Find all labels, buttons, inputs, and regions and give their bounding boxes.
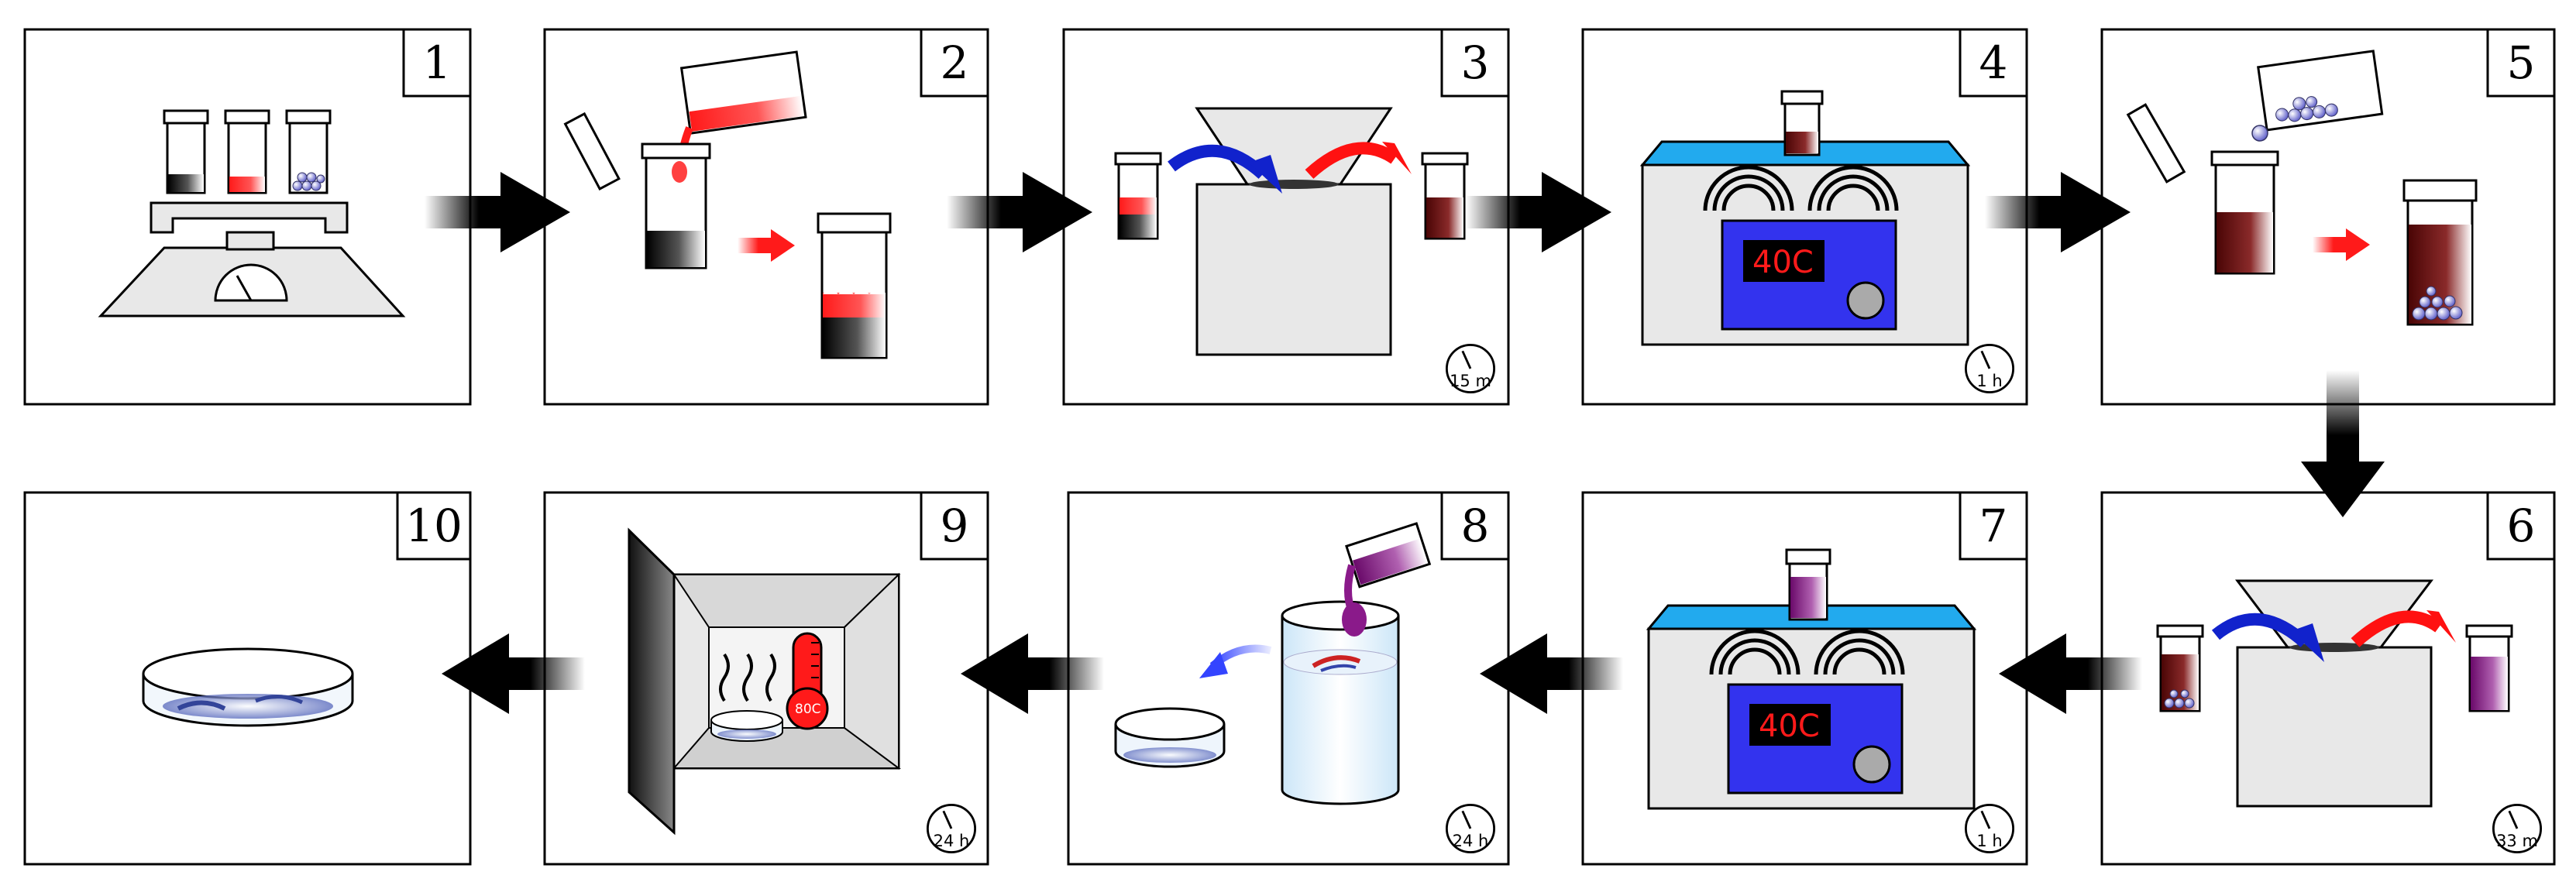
svg-text:33 m: 33 m xyxy=(2496,832,2538,850)
panel-5-content xyxy=(2126,50,2478,326)
step-number-2: 2 xyxy=(920,28,989,98)
vial-with-beads xyxy=(2402,179,2478,326)
panel-7-content: 40C xyxy=(1646,548,1977,810)
timer-step-3: 15 m xyxy=(1445,343,1496,394)
panel-3-content xyxy=(1114,107,1469,356)
cap-tilted xyxy=(563,112,621,190)
step-number-3: 3 xyxy=(1440,28,1510,98)
step-number-4: 4 xyxy=(1959,28,2028,98)
sonicator-device xyxy=(2234,579,2434,808)
control-knob xyxy=(1846,281,1885,320)
red-transfer-arrow xyxy=(738,229,795,262)
vial-after xyxy=(1421,152,1469,240)
mixed-vial xyxy=(817,212,892,359)
panel-6-content xyxy=(2156,579,2513,808)
timer-step-7: 1 h xyxy=(1964,803,2015,854)
flow-arrow-8-9 xyxy=(961,633,1104,714)
oven-temp-label: 80C xyxy=(795,702,821,717)
purple-vial-in-bath xyxy=(1785,548,1831,621)
red-arrow xyxy=(2351,610,2443,647)
control-knob xyxy=(1852,745,1891,784)
oven-box xyxy=(672,572,902,770)
step-number-8: 8 xyxy=(1440,491,1510,561)
svg-text:1 h: 1 h xyxy=(1976,372,2002,390)
vial-red xyxy=(224,109,270,194)
svg-text:3: 3 xyxy=(1461,36,1490,89)
receiving-vial xyxy=(641,142,711,269)
vial-with-beads-small xyxy=(2156,624,2204,712)
svg-text:5: 5 xyxy=(2507,36,2536,89)
panel-10-content xyxy=(142,647,354,727)
timer-step-6: 33 m xyxy=(2492,803,2543,854)
red-arrow xyxy=(1305,142,1398,179)
svg-text:24 h: 24 h xyxy=(934,832,970,850)
dark-red-vial xyxy=(2210,150,2279,275)
svg-text:10: 10 xyxy=(405,499,463,552)
steam-icon xyxy=(719,653,776,702)
purple-vial xyxy=(2465,624,2513,712)
svg-text:9: 9 xyxy=(941,499,969,552)
step-number-5: 5 xyxy=(2486,28,2556,98)
timer-step-8: 24 h xyxy=(1445,803,1496,854)
panel-9-content: 80C xyxy=(628,527,902,836)
bead-pouring-vial xyxy=(2257,50,2384,132)
blue-arrow-head xyxy=(1249,155,1282,194)
flow-arrow-1-2 xyxy=(425,172,570,252)
step-number-6: 6 xyxy=(2486,491,2556,561)
water-bath-device: 40C xyxy=(1646,604,1977,810)
flow-arrow-6-7 xyxy=(1999,633,2142,714)
temperature-display xyxy=(1749,704,1831,746)
step-numbers: 1 2 3 4 5 6 7 8 xyxy=(396,28,2556,561)
temperature-display xyxy=(1743,240,1825,282)
beaker xyxy=(1281,600,1400,805)
flow-arrow-3-4 xyxy=(1466,172,1611,252)
svg-text:15 m: 15 m xyxy=(1450,372,1491,390)
svg-text:2: 2 xyxy=(941,36,969,89)
flow-arrow-4-5 xyxy=(1985,172,2131,252)
svg-text:8: 8 xyxy=(1461,499,1490,552)
flow-arrow-9-10 xyxy=(442,633,585,714)
svg-text:1 h: 1 h xyxy=(1976,832,2002,850)
petri-dish xyxy=(1114,707,1226,768)
step-number-9: 9 xyxy=(920,491,989,561)
display-text: 40C xyxy=(1759,709,1820,744)
red-arrow-head xyxy=(2426,610,2456,643)
sonicator-device xyxy=(1195,107,1393,356)
pouring-vial xyxy=(679,50,807,135)
display-text: 40C xyxy=(1752,245,1814,280)
thermometer-icon: 80C xyxy=(786,632,829,730)
step-number-1: 1 xyxy=(402,28,472,98)
panel-4-content: 40C xyxy=(1639,90,1971,346)
red-arrow-head xyxy=(1382,142,1412,174)
timer-step-4: 1 h xyxy=(1964,343,2015,394)
flow-arrow-7-8 xyxy=(1480,633,1623,714)
flow-arrow-5-6 xyxy=(2301,370,2385,517)
vial-before xyxy=(1114,152,1162,240)
cap-tilted xyxy=(2126,103,2186,184)
svg-text:7: 7 xyxy=(1979,499,2008,552)
svg-text:24 h: 24 h xyxy=(1453,832,1489,850)
flow-arrows xyxy=(425,172,2385,714)
scale-icon xyxy=(98,201,406,317)
oven-petri-dish xyxy=(710,710,783,742)
svg-text:4: 4 xyxy=(1979,36,2008,89)
water-bath-device: 40C xyxy=(1639,140,1971,346)
vial-black xyxy=(163,109,209,194)
svg-text:1: 1 xyxy=(423,36,452,89)
step-number-10: 10 xyxy=(396,491,472,561)
blue-arrow-head xyxy=(2291,623,2324,662)
vial-in-bath xyxy=(1780,90,1824,156)
timer-step-9: 24 h xyxy=(926,803,977,854)
timers: 15 m 1 h 33 m 1 h 24 h 24 h xyxy=(926,343,2543,854)
svg-text:6: 6 xyxy=(2507,499,2536,552)
flow-arrow-2-3 xyxy=(947,172,1092,252)
red-transfer-arrow xyxy=(2313,228,2370,261)
vial-beads xyxy=(285,109,332,194)
panel-1-content xyxy=(98,109,406,317)
step-number-7: 7 xyxy=(1959,491,2028,561)
oven-door xyxy=(628,527,676,836)
panel-2-content xyxy=(563,50,892,359)
panel-8-content xyxy=(1114,522,1432,805)
